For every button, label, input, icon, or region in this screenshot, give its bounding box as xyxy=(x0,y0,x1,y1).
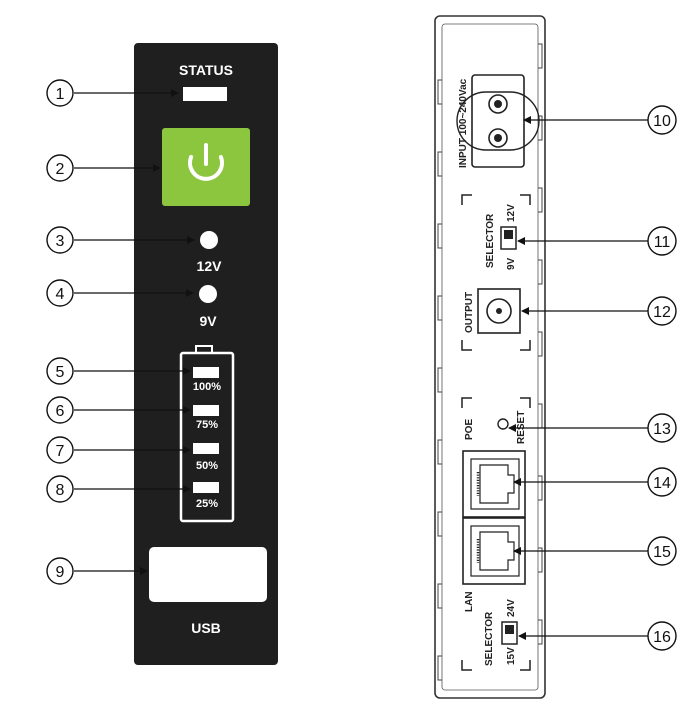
selector-label: SELECTOR xyxy=(485,213,496,268)
callout-1: 1 xyxy=(46,79,74,107)
callout-5: 5 xyxy=(46,357,74,385)
battery-label-50: 50% xyxy=(196,460,218,472)
battery-bar-100 xyxy=(193,367,219,378)
back-panel: INPUT 100~240Vac SELECTOR 12V 9V OUTPUT … xyxy=(434,15,546,699)
selector-12v-label: 12V xyxy=(506,204,517,222)
front-panel: STATUS 12V 9V 100% 75% 50% 25% USB xyxy=(134,43,278,665)
callout-8: 8 xyxy=(46,475,74,503)
svg-text:10: 10 xyxy=(653,113,671,130)
callout-12: 12 xyxy=(647,296,677,326)
svg-text:11: 11 xyxy=(654,234,671,251)
callout-2: 2 xyxy=(46,154,74,182)
battery-label-25: 25% xyxy=(196,498,218,510)
selector-9v-label: 9V xyxy=(506,257,517,270)
callout-15: 15 xyxy=(647,536,677,566)
callout-10: 10 xyxy=(647,105,677,135)
reset-label: RESET xyxy=(516,411,527,444)
power-icon xyxy=(188,143,224,181)
callout-4: 4 xyxy=(46,279,74,307)
svg-text:5: 5 xyxy=(56,364,65,381)
battery-indicator: 100% 75% 50% 25% xyxy=(179,345,235,523)
lan-label: LAN xyxy=(464,591,475,612)
led-12v xyxy=(200,231,218,249)
svg-text:6: 6 xyxy=(56,403,65,420)
svg-text:16: 16 xyxy=(653,629,671,646)
callout-16: 16 xyxy=(647,621,677,651)
selector2-24v-label: 24V xyxy=(506,599,517,617)
usb-label: USB xyxy=(191,620,221,636)
battery-label-75: 75% xyxy=(196,419,218,431)
svg-text:7: 7 xyxy=(56,443,65,460)
svg-text:9: 9 xyxy=(56,564,65,581)
status-label: STATUS xyxy=(179,62,233,78)
label-9v: 9V xyxy=(199,313,217,329)
selector2-label: SELECTOR xyxy=(484,611,495,666)
callouts-back xyxy=(508,116,648,640)
callouts-front xyxy=(74,89,195,575)
svg-text:3: 3 xyxy=(56,233,65,250)
label-12v: 12V xyxy=(197,258,223,274)
svg-text:2: 2 xyxy=(56,161,65,178)
ac-input-socket[interactable] xyxy=(471,74,525,168)
status-led xyxy=(183,87,227,101)
battery-label-100: 100% xyxy=(193,381,221,393)
led-9v xyxy=(199,285,217,303)
reset-button[interactable] xyxy=(497,418,509,430)
svg-text:4: 4 xyxy=(56,286,65,303)
callout-14: 14 xyxy=(647,467,677,497)
callout-7: 7 xyxy=(46,436,74,464)
poe-label: POE xyxy=(464,419,475,440)
callout-6: 6 xyxy=(46,396,74,424)
poe-rj45-port[interactable] xyxy=(462,450,526,518)
svg-text:1: 1 xyxy=(56,86,65,103)
callout-13: 13 xyxy=(647,413,677,443)
svg-text:14: 14 xyxy=(653,475,671,492)
battery-bar-25 xyxy=(193,482,219,493)
usb-port[interactable] xyxy=(149,547,267,602)
callout-3: 3 xyxy=(46,226,74,254)
selector2-15v-label: 15V xyxy=(506,647,517,665)
callout-9: 9 xyxy=(46,557,74,585)
svg-text:12: 12 xyxy=(653,304,671,321)
output-label: OUTPUT xyxy=(464,292,475,333)
svg-text:15: 15 xyxy=(653,544,671,561)
power-button[interactable] xyxy=(162,128,250,206)
battery-bar-50 xyxy=(193,443,219,454)
battery-bar-75 xyxy=(193,405,219,416)
input-label: INPUT 100~240Vac xyxy=(458,78,469,168)
svg-text:13: 13 xyxy=(653,421,671,438)
callout-11: 11 xyxy=(647,226,677,256)
svg-text:8: 8 xyxy=(56,482,65,499)
